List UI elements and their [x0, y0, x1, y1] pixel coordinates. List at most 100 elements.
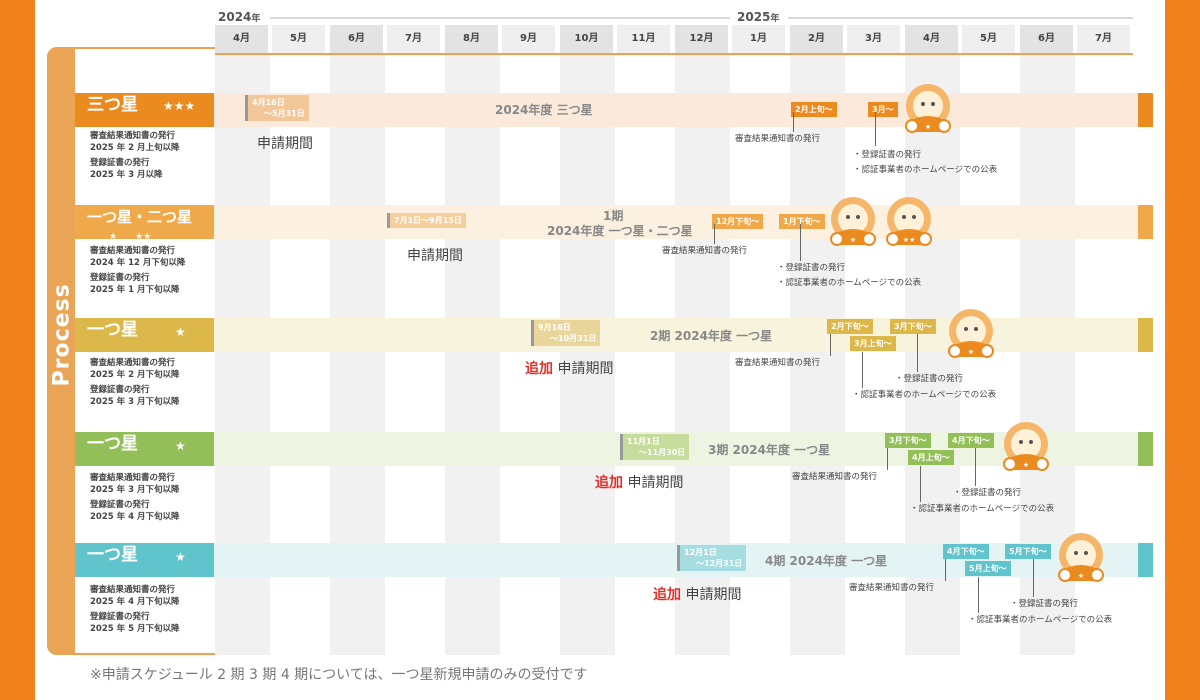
date-tag: 4月下旬～ [948, 433, 994, 448]
month-cell: 10月 [560, 25, 613, 53]
note-notification: 審査結果通知書の発行 [849, 583, 935, 593]
month-cell: 9月 [502, 25, 555, 53]
svg-text:★: ★ [1023, 461, 1029, 469]
connector [945, 559, 946, 581]
timeline-band [214, 93, 1153, 127]
date-tag: 3月～ [868, 102, 898, 117]
year-divider [270, 17, 730, 19]
year-label-2024: 2024年 [218, 10, 261, 24]
band-title: 2024年度 三つ星 [495, 103, 593, 117]
stage-row-period-4: 一つ星★ 12月1日～12月31日 4期 2024年度 一つ星 4月下旬～ 5月… [75, 543, 1153, 577]
band-title: 1期 [603, 209, 624, 223]
application-period-label: 追加 申請期間 [653, 587, 742, 603]
date-tag: 2月下旬～ [827, 319, 873, 334]
date-tag: 4月上旬～ [908, 450, 954, 465]
band-title: 3期 2024年度 一つ星 [708, 443, 831, 457]
svg-text:★★: ★★ [903, 236, 916, 244]
month-cell: 6月 [1020, 25, 1073, 53]
year-label-2025: 2025年 [737, 10, 780, 24]
note-notification: 審査結果通知書の発行 [662, 246, 748, 256]
month-cell: 7月 [387, 25, 440, 53]
connector [875, 112, 876, 146]
connector [887, 448, 888, 470]
timeline-band [214, 318, 1153, 352]
timeline-band-end [1138, 543, 1153, 577]
note-certificate: ・登録証書の発行 [1010, 599, 1079, 609]
month-cell: 1月 [732, 25, 785, 53]
note-publication: ・認証事業者のホームページでの公表 [777, 278, 922, 288]
footnote: ※申請スケジュール 2 期 3 期 4 期については、一つ星新規申請のみの受付で… [90, 667, 588, 683]
svg-text:★: ★ [1078, 572, 1084, 580]
timeline-band-end [1138, 205, 1153, 239]
connector [793, 112, 794, 132]
month-cell: 4月 [905, 25, 958, 53]
band-subtitle: 2024年度 一つ星・二つ星 [547, 224, 693, 238]
stage-label: 一つ星・二つ星★ ★★ [75, 205, 214, 242]
timeline-band-end [1138, 318, 1153, 352]
year-divider [788, 17, 1133, 19]
month-header: 4月 5月 6月 7月 8月 9月 10月 11月 12月 1月 2月 3月 4… [215, 25, 1133, 53]
month-cell: 4月 [215, 25, 268, 53]
month-cell: 2月 [790, 25, 843, 53]
process-label: Process [50, 283, 75, 386]
note-notification: 審査結果通知書の発行 [792, 472, 878, 482]
month-cell: 11月 [617, 25, 670, 53]
band-title: 2期 2024年度 一つ星 [650, 329, 773, 343]
right-orange-border [1165, 0, 1200, 700]
connector [917, 334, 918, 372]
date-tag: 2月上旬～ [791, 102, 837, 117]
month-cell: 6月 [330, 25, 383, 53]
certification-mascot-icon: ★ [1003, 422, 1049, 471]
connector [800, 224, 801, 261]
stage-label: 一つ星★ [75, 543, 214, 577]
note-certificate: ・登録証書の発行 [953, 488, 1022, 498]
connector [975, 448, 976, 486]
svg-text:★: ★ [925, 123, 931, 131]
stage-label: 一つ星★ [75, 432, 214, 466]
connector [920, 466, 921, 502]
svg-text:★: ★ [968, 348, 974, 356]
month-cell: 5月 [272, 25, 325, 53]
certification-mascot-icon: ★ [830, 197, 876, 246]
application-period-badge: 11月1日～11月30日 [620, 434, 690, 460]
month-cell: 8月 [445, 25, 498, 53]
date-tag: 4月下旬～ [943, 544, 989, 559]
application-period-label: 申請期間 [407, 248, 463, 264]
note-publication: ・認証事業者のホームページでの公表 [853, 165, 998, 175]
connector [978, 577, 979, 613]
date-tag: 3月下旬～ [890, 319, 936, 334]
date-tag: 12月下旬～ [712, 214, 764, 229]
month-cell: 7月 [1077, 25, 1130, 53]
date-tag: 1月下旬～ [779, 214, 825, 229]
note-certificate: ・登録証書の発行 [777, 263, 846, 273]
application-period-badge: 7月1日～9月15日 [387, 213, 466, 228]
certification-mascot-icon: ★ [1058, 533, 1104, 582]
note-notification: 審査結果通知書の発行 [735, 134, 821, 144]
application-period-badge: 9月16日～10月31日 [531, 320, 601, 346]
note-notification: 審査結果通知書の発行 [735, 358, 821, 368]
stage-row-period-2: 一つ星★ 9月16日～10月31日 2期 2024年度 一つ星 2月下旬～ 3月… [75, 318, 1153, 352]
date-tag: 5月下旬～ [1005, 544, 1051, 559]
certification-mascot-icon: ★ [905, 84, 951, 133]
connector [714, 224, 715, 244]
certification-mascot-icon: ★★ [886, 197, 932, 246]
certification-mascot-icon: ★ [948, 309, 994, 358]
band-title: 4期 2024年度 一つ星 [765, 554, 888, 568]
note-certificate: ・登録証書の発行 [853, 150, 922, 160]
date-tag: 3月上旬～ [850, 336, 896, 351]
application-period-badge: 4月16日～5月31日 [245, 95, 309, 121]
timeline-band-end [1138, 432, 1153, 466]
note-publication: ・認証事業者のホームページでの公表 [852, 390, 997, 400]
month-cell: 5月 [962, 25, 1015, 53]
date-tag: 3月下旬～ [885, 433, 931, 448]
stage-row-three-star: 三つ星★★★ 4月16日～5月31日 2024年度 三つ星 2月上旬～ 3月～ [75, 93, 1153, 127]
process-tab [47, 47, 75, 655]
month-cell: 12月 [675, 25, 728, 53]
connector [1033, 559, 1034, 597]
stage-label: 一つ星★ [75, 318, 214, 352]
stage-row-period-3: 一つ星★ 11月1日～11月30日 3期 2024年度 一つ星 3月下旬～ 4月… [75, 432, 1153, 466]
